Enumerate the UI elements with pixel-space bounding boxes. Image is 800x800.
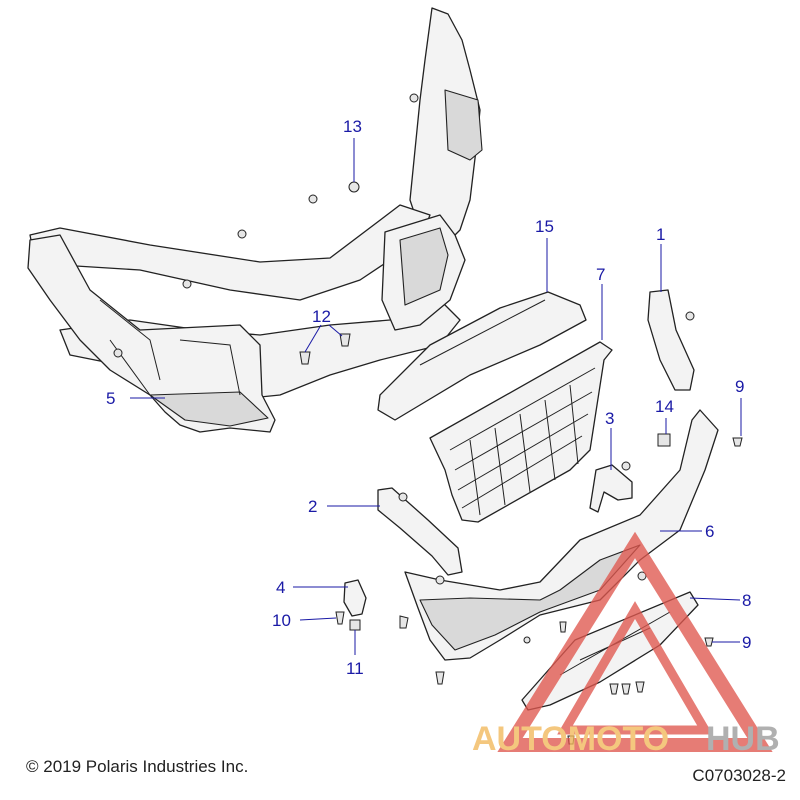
callout-3: 3 — [605, 409, 614, 428]
callout-4: 4 — [276, 578, 285, 597]
drawing-number: C0703028-2 — [692, 766, 786, 785]
callout-9-top: 9 — [735, 377, 744, 396]
callout-1: 1 — [656, 225, 665, 244]
fastener-12-pair — [299, 333, 351, 365]
left-bracket-part — [377, 487, 463, 576]
callout-8: 8 — [742, 591, 751, 610]
callout-10: 10 — [272, 611, 291, 630]
watermark-logo: AUTOMOTO HUB — [472, 531, 780, 758]
grille-part — [429, 341, 613, 523]
bracket-4-part — [343, 579, 367, 617]
copyright-text: © 2019 Polaris Industries Inc. — [26, 757, 249, 776]
callout-2: 2 — [308, 497, 317, 516]
callout-6: 6 — [705, 522, 714, 541]
callout-7: 7 — [596, 265, 605, 284]
callout-12: 12 — [312, 307, 331, 326]
right-bracket-part — [647, 289, 695, 391]
callout-13: 13 — [343, 117, 362, 136]
callout-14: 14 — [655, 397, 674, 416]
small-bracket-part — [589, 461, 633, 513]
upper-trim-part — [377, 291, 587, 421]
watermark-hub-text: HUB — [706, 720, 780, 758]
leader-lines — [130, 138, 742, 655]
front-frame-part — [27, 7, 483, 433]
callouts: 13 12 5 15 7 1 9 14 3 2 6 4 8 10 9 11 — [106, 117, 751, 678]
callout-5: 5 — [106, 389, 115, 408]
callout-15: 15 — [535, 217, 554, 236]
callout-9-bottom: 9 — [742, 633, 751, 652]
callout-11: 11 — [346, 659, 364, 678]
watermark-auto-text: AUTOMOTO — [472, 720, 669, 758]
